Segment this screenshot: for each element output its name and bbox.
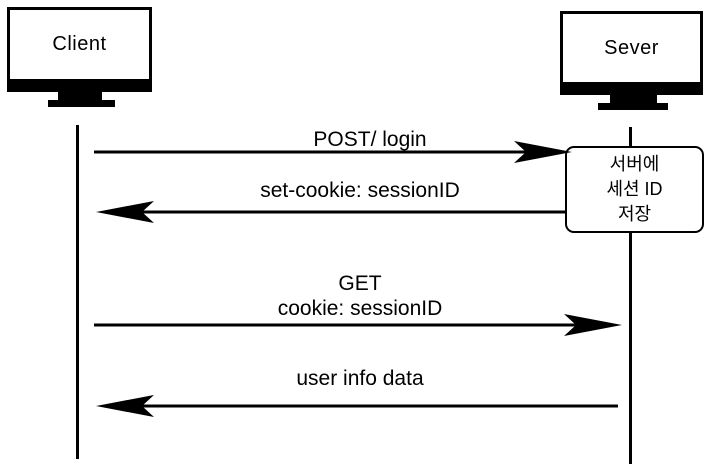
server-monitor-icon: Sever [560, 11, 703, 95]
message-arrow-user-info [96, 395, 618, 417]
message-label-get-cookie: GET cookie: sessionID [277, 272, 443, 320]
server-session-note: 서버에 세션 ID 저장 [565, 146, 704, 233]
server-monitor-stand-icon [610, 95, 657, 103]
client-lifeline [76, 125, 79, 459]
client-monitor-stand-icon [58, 92, 102, 100]
message-label-post-login: POST/ login [313, 128, 427, 151]
message-label-set-cookie: set-cookie: sessionID [260, 179, 460, 202]
server-label: Sever [604, 36, 659, 59]
client-monitor-base-icon [48, 100, 115, 107]
client-monitor-icon: Client [7, 7, 152, 92]
server-lifeline [629, 127, 632, 464]
message-arrow-set-cookie [96, 201, 565, 223]
client-label: Client [52, 33, 107, 55]
server-monitor-base-icon [598, 103, 668, 110]
message-label-user-info: user info data [296, 367, 424, 390]
